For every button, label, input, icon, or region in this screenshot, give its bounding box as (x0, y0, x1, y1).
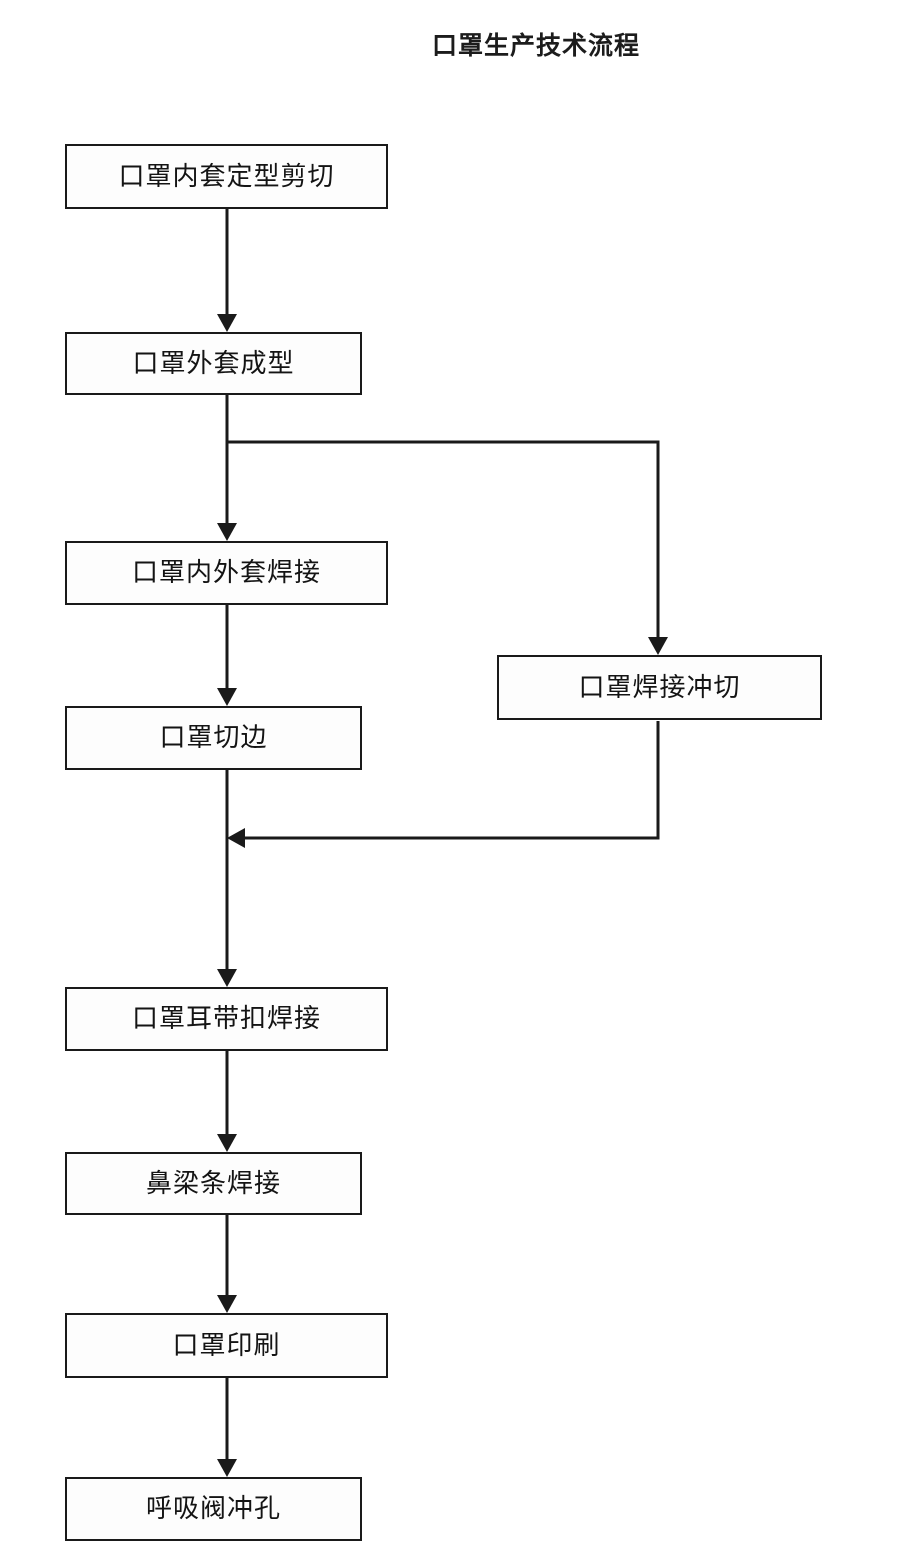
edge-n2-n3 (217, 395, 237, 541)
edge-n1-n2 (217, 209, 237, 332)
edge-n3-n4 (217, 605, 237, 706)
process-node-nose-bridge-welding[interactable]: 鼻梁条焊接 (65, 1152, 362, 1215)
edge-n6-n7 (217, 1051, 237, 1152)
edge-n8-n9 (217, 1378, 237, 1477)
process-node-weld-punch-cut[interactable]: 口罩焊接冲切 (497, 655, 822, 720)
process-node-breathing-valve-punching[interactable]: 呼吸阀冲孔 (65, 1477, 362, 1541)
edge-n4-n6 (217, 770, 237, 987)
process-node-inner-shell-trim[interactable]: 口罩内套定型剪切 (65, 144, 388, 209)
process-node-mask-printing[interactable]: 口罩印刷 (65, 1313, 388, 1378)
process-node-outer-shell-forming[interactable]: 口罩外套成型 (65, 332, 362, 395)
process-node-edge-trimming[interactable]: 口罩切边 (65, 706, 362, 770)
process-node-inner-outer-welding[interactable]: 口罩内外套焊接 (65, 541, 388, 605)
edge-n7-n8 (217, 1215, 237, 1313)
process-node-earloop-buckle-welding[interactable]: 口罩耳带扣焊接 (65, 987, 388, 1051)
page-title: 口罩生产技术流程 (431, 31, 640, 60)
